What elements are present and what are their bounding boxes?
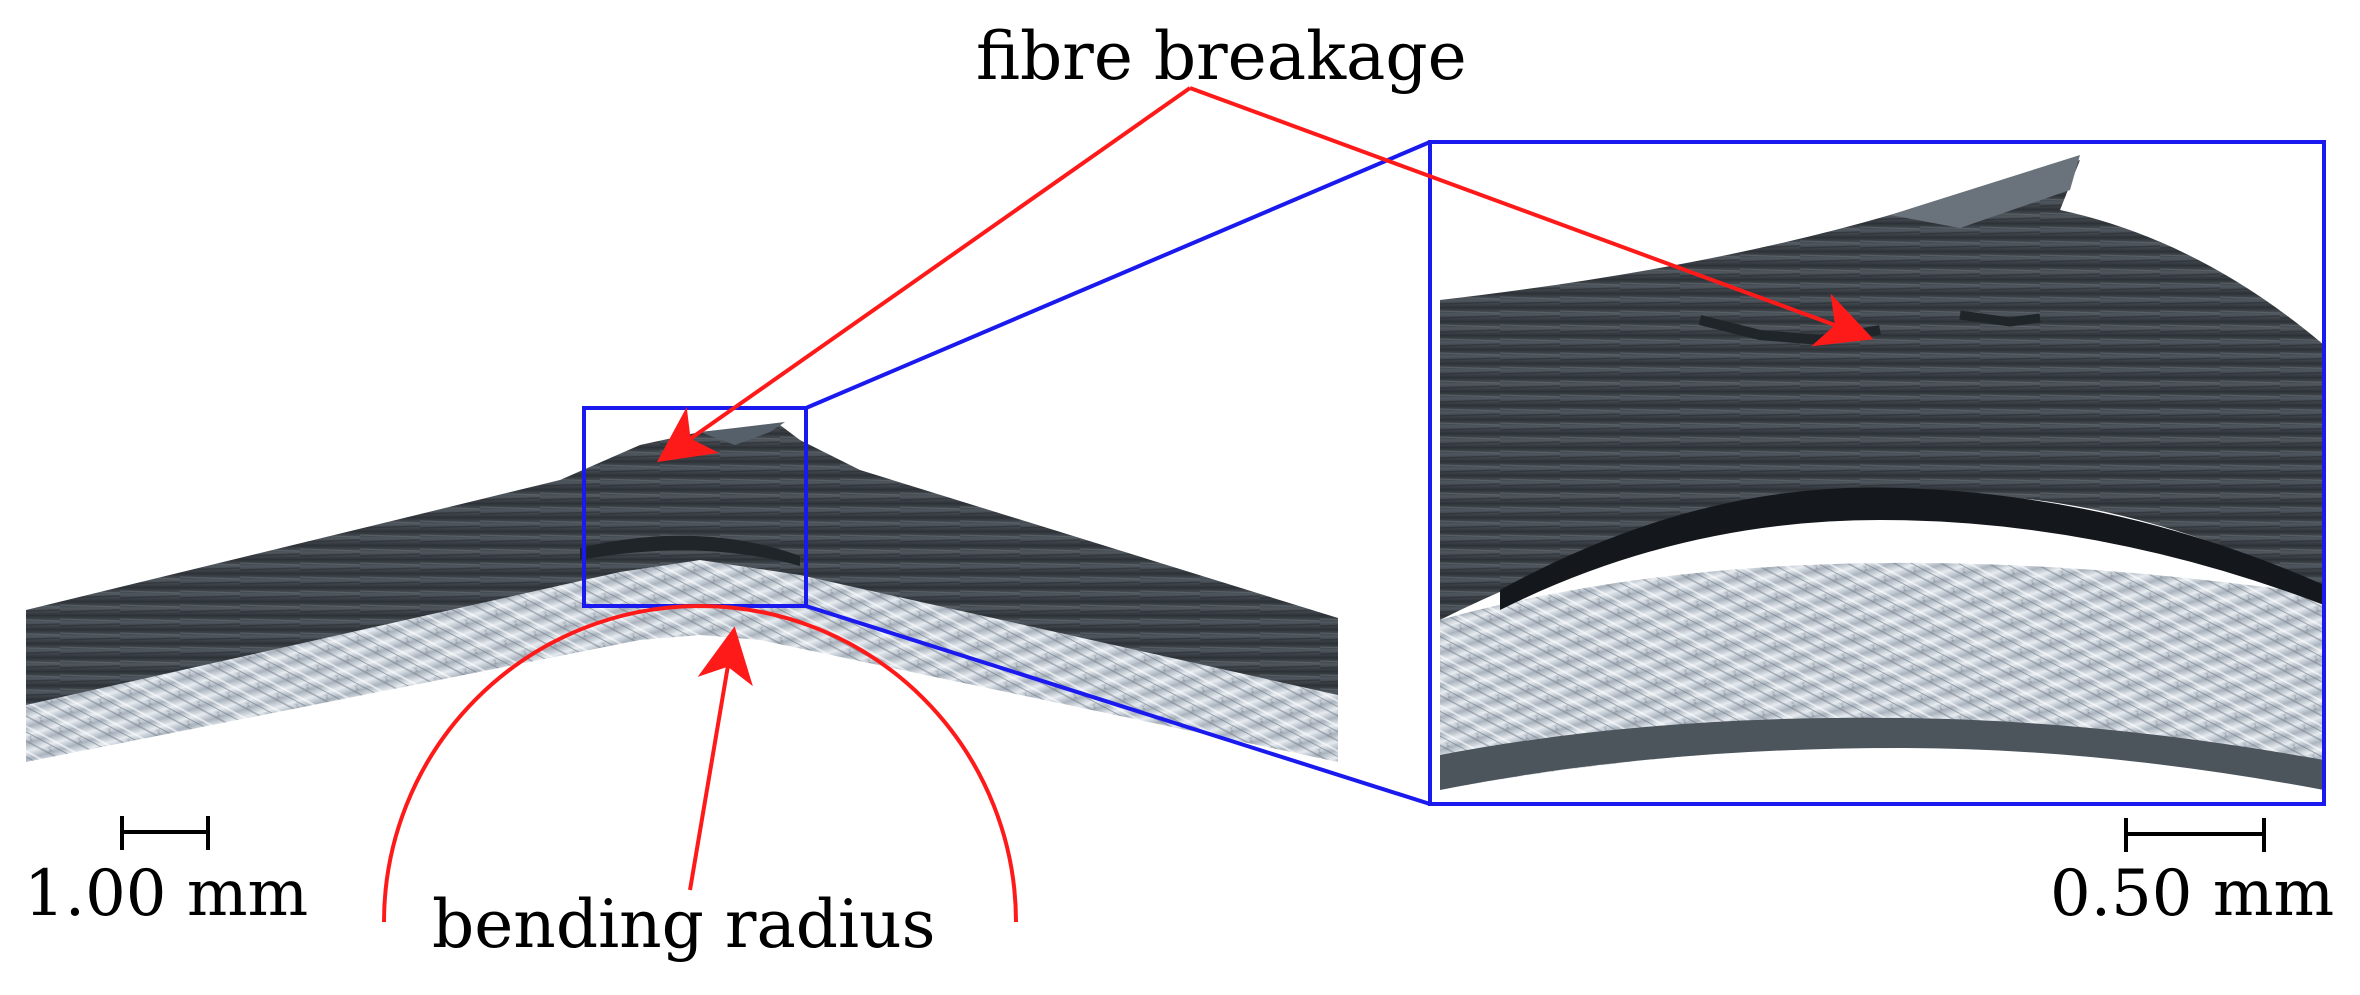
zoom-connector-bottom: [805, 604, 1431, 806]
overview-broken-fibre-tip: [700, 422, 785, 445]
detail-metal-bottom-edge: [1440, 717, 2324, 790]
bending-radius-arrow: [688, 626, 753, 891]
scale-bar-detail: [2124, 818, 2266, 852]
scale-bar-overview-label: 1.00 mm: [24, 857, 309, 931]
fibre-breakage-label: fibre breakage: [976, 18, 1467, 95]
fibre-breakage-arrow-overview: [656, 86, 1192, 463]
scale-bar-overview: [120, 816, 210, 850]
bending-radius-arc: [382, 604, 1018, 923]
zoom-detail-frame: [1428, 140, 2326, 806]
scale-bar-detail-label: 0.50 mm: [2050, 857, 2335, 931]
detail-delamination-gap: [1500, 487, 2324, 610]
fibre-breakage-arrow-detail: [1189, 86, 1874, 347]
zoom-connector-top: [805, 140, 1431, 410]
bending-radius-label: bending radius: [432, 886, 936, 963]
detail-micrograph: [1430, 142, 2324, 804]
detail-composite-layer: [1440, 160, 2324, 620]
detail-fracture-crack-2: [1959, 310, 2041, 327]
overview-delamination-gap: [580, 535, 800, 566]
overview-composite-layer: [26, 425, 1338, 705]
overview-metal-substrate: [26, 552, 1338, 762]
detail-broken-fibre-tip: [1890, 155, 2080, 228]
